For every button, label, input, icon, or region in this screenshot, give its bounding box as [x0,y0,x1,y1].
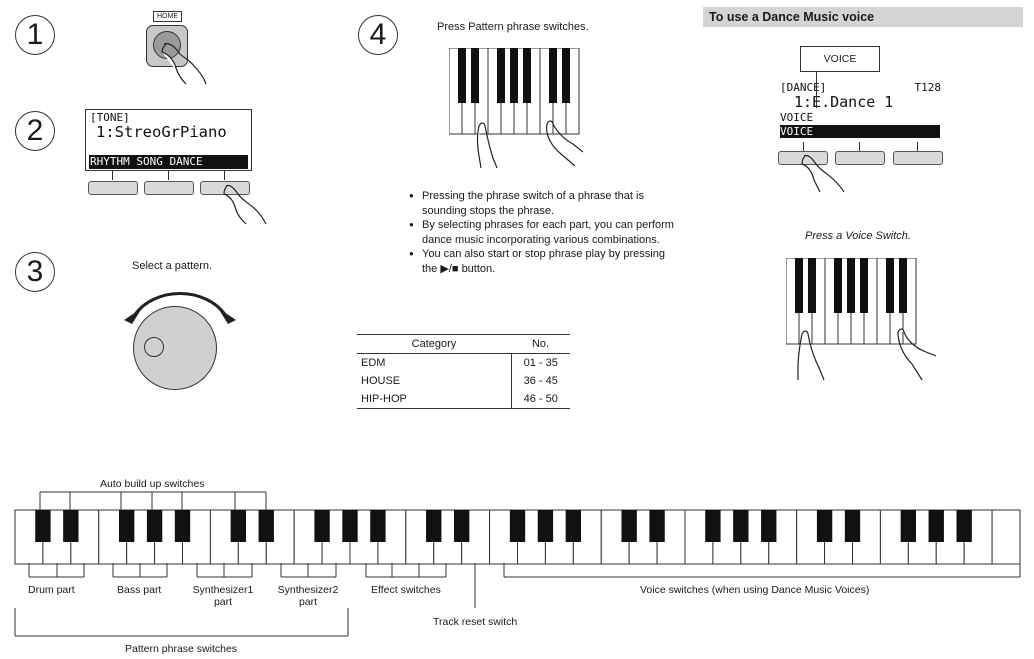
black-key[interactable] [537,510,554,542]
black-key[interactable] [230,510,247,542]
soft-key-2[interactable] [835,151,885,165]
table-row: EDM 01 - 35 [357,353,570,372]
dance-display-line1-right: T128 [914,81,942,94]
table-cell: 36 - 45 [510,372,570,390]
dance-display-line2: 1:E.Dance 1 [794,93,894,111]
step-number: 1 [26,18,44,51]
black-key[interactable] [761,510,777,542]
black-key[interactable] [649,510,665,542]
dance-display-line1-left: [DANCE] [780,81,827,94]
white-key[interactable] [991,509,1021,565]
dance-display-line3: VOICE [780,111,814,124]
home-label: HOME [153,11,182,22]
dance-display-line4: VOICE [780,125,940,138]
table-cell: 01 - 35 [510,353,570,372]
table-row: HOUSE 36 - 45 [357,372,570,390]
full-keyboard [14,491,1021,637]
table-header-row: Category No. [357,334,570,354]
tone-display: [TONE] 1:StreoGrPiano RHYTHM SONG DANCE [85,109,252,171]
dial-knob[interactable] [133,306,217,390]
black-key[interactable] [314,510,330,542]
black-key[interactable] [956,510,972,542]
dance-display: [DANCE] T128 1:E.Dance 1 VOICE VOICE [778,80,943,142]
step-2-badge: 2 [15,111,55,151]
table-cell: HIP-HOP [357,390,511,409]
dance-section-title: To use a Dance Music voice [709,10,875,24]
note-item: Pressing the phrase switch of a phrase t… [409,189,679,218]
note-item: By selecting phrases for each part, you … [409,218,679,247]
black-key[interactable] [370,510,386,542]
soft-key-3[interactable] [893,151,943,165]
step-number: 2 [26,114,44,147]
table-cell: EDM [361,357,386,369]
dance-caption: Press a Voice Switch. [805,230,911,242]
category-table: Category No. EDM 01 - 35 HOUSE 36 - 45 H… [357,334,570,409]
black-key[interactable] [174,510,191,542]
table-row: HIP-HOP 46 - 50 [357,390,570,409]
black-key[interactable] [342,510,358,542]
pattern-phrase-label: Pattern phrase switches [125,643,238,655]
table-cell: 46 - 50 [510,390,570,409]
table-header: Category [357,334,511,354]
drum-part-label: Drum part [28,584,75,596]
synth2-line1: Synthesizer2 [277,584,339,596]
black-key[interactable] [63,510,79,542]
black-key[interactable] [565,510,582,542]
callout-pointer [816,72,817,108]
black-key[interactable] [844,510,861,542]
black-key[interactable] [733,510,749,542]
tone-display-line1: [TONE] [90,111,130,124]
table-header: No. [511,334,570,354]
step3-caption: Select a pattern. [132,260,213,272]
soft-key-lines [778,142,943,152]
black-key[interactable] [258,510,274,542]
voice-callout-text: VOICE [823,53,857,65]
black-key[interactable] [118,510,135,542]
black-key[interactable] [900,510,917,542]
pressing-hand-icon [801,154,845,192]
black-key[interactable] [509,510,526,542]
dance-section-title-bar: To use a Dance Music voice [703,7,1023,27]
synth1-line2: part [213,596,233,608]
auto-build-label: Auto build up switches [100,478,205,490]
table-cell: HOUSE [361,375,401,387]
black-key[interactable] [35,510,51,542]
soft-key-song[interactable] [144,181,194,195]
voice-callout: VOICE [800,46,880,72]
black-key[interactable] [426,510,442,542]
effect-switches-label: Effect switches [371,584,441,596]
step-1-badge: 1 [15,15,55,55]
voice-switches-label: Voice switches (when using Dance Music V… [640,584,870,596]
synth1-line1: Synthesizer1 [192,584,254,596]
step4-caption: Press Pattern phrase switches. [437,21,589,33]
black-key[interactable] [146,510,163,542]
rotate-arrow-icon [124,292,236,324]
home-label-text: HOME [157,13,178,20]
synth2-part-label: Synthesizer2 part [275,584,341,608]
step-number: 4 [369,18,387,51]
soft-key-rhythm[interactable] [88,181,138,195]
synth1-part-label: Synthesizer1 part [191,584,255,608]
note-item: You can also start or stop phrase play b… [409,247,679,276]
black-key[interactable] [453,510,470,542]
step-number: 3 [26,255,44,288]
step-3-badge: 3 [15,252,55,292]
tone-display-line2: 1:StreoGrPiano [96,123,227,141]
black-key[interactable] [621,510,637,542]
black-key[interactable] [705,510,721,542]
black-key[interactable] [816,510,833,542]
soft-key-lines [85,171,252,181]
tone-display-soft-row: RHYTHM SONG DANCE [89,155,248,169]
step-4-badge: 4 [358,15,398,55]
synth2-line2: part [298,596,318,608]
pressing-hand-icon [161,43,207,85]
bass-part-label: Bass part [117,584,162,596]
pressing-hand-icon [223,184,267,225]
black-key[interactable] [928,510,944,542]
mini-keyboard-step4 [449,48,583,168]
track-reset-label: Track reset switch [433,616,518,628]
notes-list: Pressing the phrase switch of a phrase t… [409,189,679,276]
mini-keyboard-voice [786,258,936,381]
